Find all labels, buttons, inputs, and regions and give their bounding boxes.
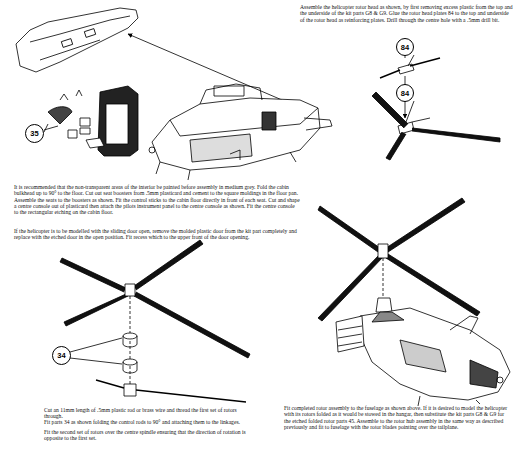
instruction-text: Fit the second set of rotors over the ce… — [44, 429, 250, 442]
callout-circle: 34 — [52, 346, 71, 365]
callout-circle: 35 — [25, 124, 44, 143]
callout-number: 84 — [401, 43, 409, 52]
instruction-text: Cut an 11mm length of .5mm plastic rod o… — [44, 407, 250, 420]
callout-number: 84 — [401, 89, 409, 98]
instruction-text: If the helicopter is to be modelled with… — [14, 228, 300, 241]
instruction-text: Assemble the helicopter rotor head as sh… — [300, 4, 514, 23]
callout-number: 35 — [30, 129, 38, 138]
callout-circle: 84 — [396, 84, 414, 102]
instruction-text: Fit completed rotor assembly to the fuse… — [284, 405, 512, 430]
callout-number: 34 — [57, 351, 65, 360]
instruction-text: It is recommended that the non-transpare… — [14, 184, 300, 215]
callout-circle: 84 — [396, 38, 414, 56]
instruction-text: Fit parts 34 as shown folding the contro… — [44, 419, 250, 425]
